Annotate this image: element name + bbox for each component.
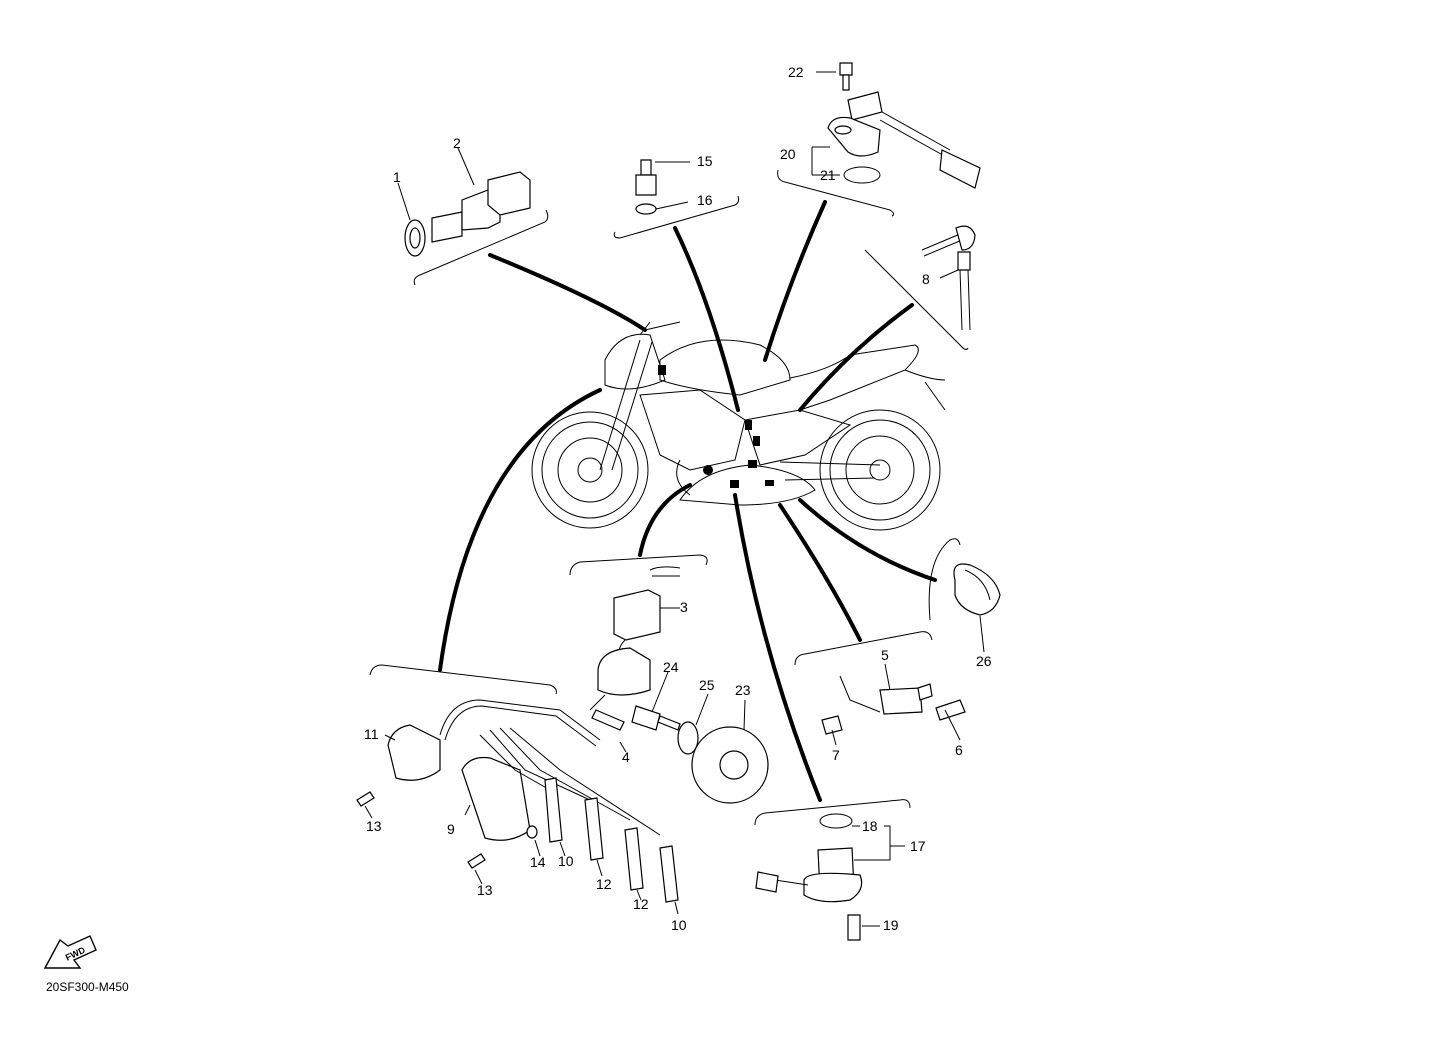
connector-lines [438, 200, 937, 802]
diagram-code: 20SF300-M450 [46, 980, 129, 994]
label-9: 9 [447, 821, 455, 837]
label-21: 21 [820, 167, 836, 183]
part-thermo-sensor [404, 171, 531, 257]
part-sensor-17 [755, 813, 863, 941]
part-clamp-26 [953, 563, 1001, 616]
label-7: 7 [832, 747, 840, 763]
label-3: 3 [680, 599, 688, 615]
label-25: 25 [699, 677, 715, 693]
part-sensor-20 [827, 62, 981, 189]
part-number-labels: 1 2 3 4 5 6 7 8 9 10 10 11 12 12 13 13 1… [364, 64, 992, 933]
part-ignition-coils [356, 699, 679, 903]
label-6: 6 [955, 742, 963, 758]
label-13a: 13 [366, 818, 382, 834]
label-16: 16 [697, 192, 713, 208]
part-switch-15-16 [635, 159, 657, 215]
label-2: 2 [453, 135, 461, 151]
label-22: 22 [788, 64, 804, 80]
fwd-arrow-icon: FWD [43, 935, 97, 969]
motorcycle-outline [531, 321, 946, 531]
label-12b: 12 [633, 896, 649, 912]
label-10b: 10 [671, 917, 687, 933]
part-sensor-8 [921, 225, 976, 331]
label-10a: 10 [558, 853, 574, 869]
label-13b: 13 [477, 882, 493, 898]
label-4: 4 [622, 749, 630, 765]
label-5: 5 [881, 647, 889, 663]
label-20: 20 [780, 146, 796, 162]
label-26: 26 [976, 653, 992, 669]
label-24: 24 [663, 659, 679, 675]
label-15: 15 [697, 153, 713, 169]
part-rotor-23 [591, 705, 769, 804]
part-sensor-5 [821, 675, 966, 735]
label-12a: 12 [596, 876, 612, 892]
label-18: 18 [862, 818, 878, 834]
leader-lines [364, 71, 985, 927]
label-8: 8 [922, 271, 930, 287]
label-14: 14 [530, 854, 546, 870]
label-11: 11 [364, 726, 379, 742]
label-17: 17 [910, 838, 926, 854]
part-regulator-3 [589, 566, 681, 711]
callout-frames [369, 169, 969, 826]
label-19: 19 [883, 917, 899, 933]
label-1: 1 [393, 169, 401, 185]
label-23: 23 [735, 682, 751, 698]
